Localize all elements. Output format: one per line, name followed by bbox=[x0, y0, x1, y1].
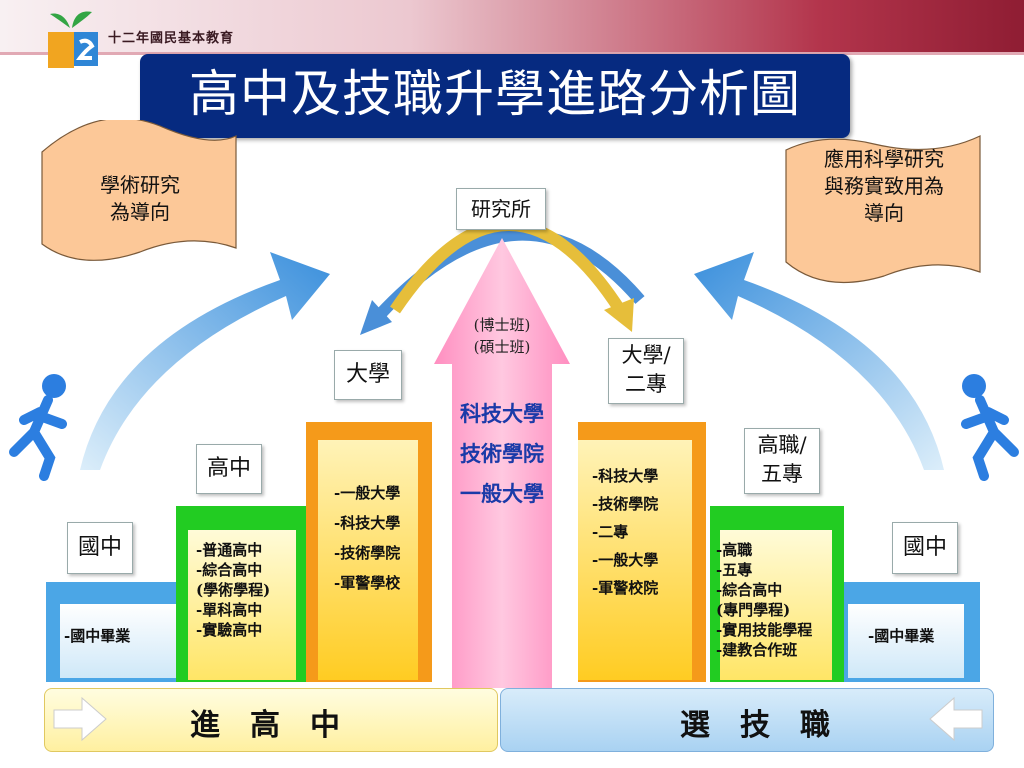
left-junior-label: 國中 bbox=[67, 522, 133, 574]
right-voc-label: 高職/ 五專 bbox=[744, 428, 820, 494]
list-item: -普通高中 bbox=[196, 541, 263, 559]
degree-list: (博士班) (碩士班) bbox=[454, 314, 550, 358]
list-item: -綜合高中 bbox=[196, 561, 263, 579]
left-rising-arrow bbox=[80, 252, 330, 470]
list-item: -技術學院 bbox=[334, 544, 401, 562]
right-univ-list: -科技大學 -技術學院 -二專 -一般大學 -軍警校院 bbox=[592, 462, 658, 602]
list-item: -科技大學 bbox=[334, 514, 401, 532]
list-item: -建教合作班 bbox=[716, 641, 798, 659]
left-junior-list: -國中畢業 bbox=[64, 626, 130, 647]
center-school-list: 科技大學 技術學院 一般大學 bbox=[440, 394, 564, 514]
list-item: -國中畢業 bbox=[868, 627, 935, 645]
right-note-line: 與務實致用為 bbox=[824, 174, 944, 198]
right-univ-panel bbox=[578, 440, 692, 680]
left-univ-panel bbox=[318, 440, 418, 680]
grad-school-label: 研究所 bbox=[456, 188, 546, 230]
center-school: 科技大學 bbox=[460, 401, 544, 426]
right-note: 應用科學研究 與務實致用為 導向 bbox=[784, 146, 984, 227]
left-arrow-icon bbox=[929, 696, 983, 742]
left-note-line: 學術研究 bbox=[100, 173, 180, 197]
page-title: 高中及技職升學進路分析圖 bbox=[189, 65, 801, 123]
right-univ-label-line: 大學/ bbox=[621, 343, 671, 367]
right-band bbox=[500, 688, 994, 752]
right-note-line: 應用科學研究 bbox=[824, 147, 944, 171]
title-box bbox=[140, 54, 850, 138]
brand-name: 十二年國民基本教育 bbox=[108, 31, 235, 46]
degree-item: (碩士班) bbox=[473, 338, 531, 356]
list-item: (專門學程) bbox=[716, 601, 791, 619]
list-item: -軍警學校 bbox=[334, 574, 401, 592]
right-arrow-icon bbox=[53, 696, 107, 742]
right-note-line: 導向 bbox=[864, 201, 904, 225]
right-junior-label: 國中 bbox=[892, 522, 958, 574]
center-school: 技術學院 bbox=[460, 441, 544, 466]
list-item: -技術學院 bbox=[592, 495, 659, 513]
right-band-label: 選技職 bbox=[680, 708, 860, 743]
right-univ-label-line: 二專 bbox=[625, 372, 667, 396]
list-item: -綜合高中 bbox=[716, 581, 783, 599]
right-junior-list: -國中畢業 bbox=[868, 626, 934, 647]
list-item: -單科高中 bbox=[196, 601, 263, 619]
left-univ-label: 大學 bbox=[334, 350, 402, 400]
list-item: -一般大學 bbox=[334, 484, 401, 502]
left-junior-panel bbox=[60, 604, 176, 678]
list-item: -軍警校院 bbox=[592, 579, 659, 597]
left-senior-panel bbox=[188, 530, 296, 680]
header-stripe bbox=[0, 52, 1024, 55]
list-item: -一般大學 bbox=[592, 551, 659, 569]
list-item: -高職 bbox=[716, 541, 753, 559]
list-item: -五專 bbox=[716, 561, 753, 579]
left-senior-list: -普通高中 -綜合高中 (學術學程) -單科高中 -實驗高中 bbox=[196, 540, 270, 640]
left-note: 學術研究 為導向 bbox=[40, 172, 240, 226]
right-voc-panel bbox=[720, 530, 832, 680]
logo-icon bbox=[48, 11, 98, 68]
left-band bbox=[44, 688, 498, 752]
list-item: -科技大學 bbox=[592, 467, 659, 485]
left-band-label: 進高中 bbox=[190, 708, 370, 743]
left-univ-list: -一般大學 -科技大學 -技術學院 -軍警學校 bbox=[334, 478, 400, 598]
right-rising-arrow bbox=[694, 252, 944, 470]
right-voc-label-line: 高職/ bbox=[757, 433, 807, 457]
list-item: (學術學程) bbox=[196, 581, 271, 599]
left-note-shape bbox=[41, 120, 237, 261]
header-bar bbox=[0, 0, 1024, 52]
list-item: -實驗高中 bbox=[196, 621, 263, 639]
runner-right-icon bbox=[961, 374, 1019, 481]
center-school: 一般大學 bbox=[460, 481, 544, 506]
right-junior-panel bbox=[848, 604, 964, 678]
list-item: -二專 bbox=[592, 523, 629, 541]
right-voc-list: -高職 -五專 -綜合高中 (專門學程) -實用技能學程 -建教合作班 bbox=[716, 540, 812, 660]
right-note-shape bbox=[785, 135, 981, 284]
list-item: -實用技能學程 bbox=[716, 621, 813, 639]
center-arrow bbox=[434, 238, 570, 688]
right-univ-label: 大學/ 二專 bbox=[608, 338, 684, 404]
degree-item: (博士班) bbox=[473, 316, 531, 334]
runner-left-icon bbox=[9, 374, 67, 481]
right-voc-label-line: 五專 bbox=[761, 462, 803, 486]
list-item: -國中畢業 bbox=[64, 627, 131, 645]
left-note-line: 為導向 bbox=[110, 200, 170, 224]
left-senior-label: 高中 bbox=[196, 444, 262, 494]
